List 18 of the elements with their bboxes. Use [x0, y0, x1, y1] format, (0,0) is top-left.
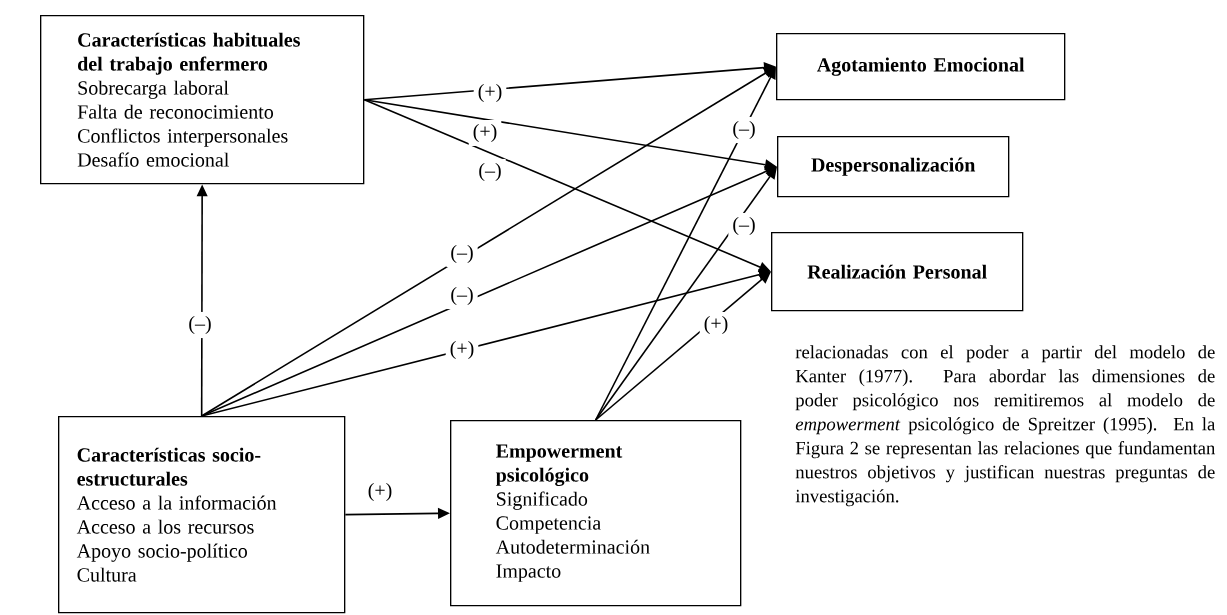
concept-box: Agotamiento Emocional — [776, 33, 1066, 101]
concept-box: Empowerment psicológico Significado Competencia Autodeterminación Impacto — [450, 420, 742, 607]
concept-box: Características habituales del trabajo enfermero Sobrecarga laboral Falta de reconocimiento Conflictos interpersonales Desafío emocional — [40, 15, 365, 185]
paragraph-text: relacionadas con el poder a partir del modelo de Kanter (1977). Para abordar las dimensiones de poder psicológico nos remitiremos al modelo de empowerment psicológico de Spreitzer (1995). En la Figura 2 se representan las relaciones que fundamentan nuestros objetivos y justifican nuestras preguntas de investigación. — [795, 345, 1216, 507]
edge-label: (+) — [363, 478, 397, 506]
edge-label: (+) — [468, 119, 502, 147]
edge-label: (–) — [474, 158, 506, 186]
edge-label: (–) — [184, 311, 216, 339]
edge-label: (+) — [473, 79, 507, 107]
edge-label: (+) — [445, 336, 479, 364]
concept-box: Despersonalización — [777, 136, 1010, 198]
edge-label: (–) — [446, 282, 478, 310]
edge-label: (+) — [699, 311, 733, 339]
concept-box: Realización Personal — [771, 232, 1024, 312]
edge-label: (–) — [446, 240, 478, 268]
concept-box: Características socio-estructurales Acceso a la información Acceso a los recursos Apoyo socio-político Cultura — [58, 416, 346, 614]
edge-label: (–) — [728, 116, 760, 144]
edge-label: (–) — [728, 212, 760, 240]
